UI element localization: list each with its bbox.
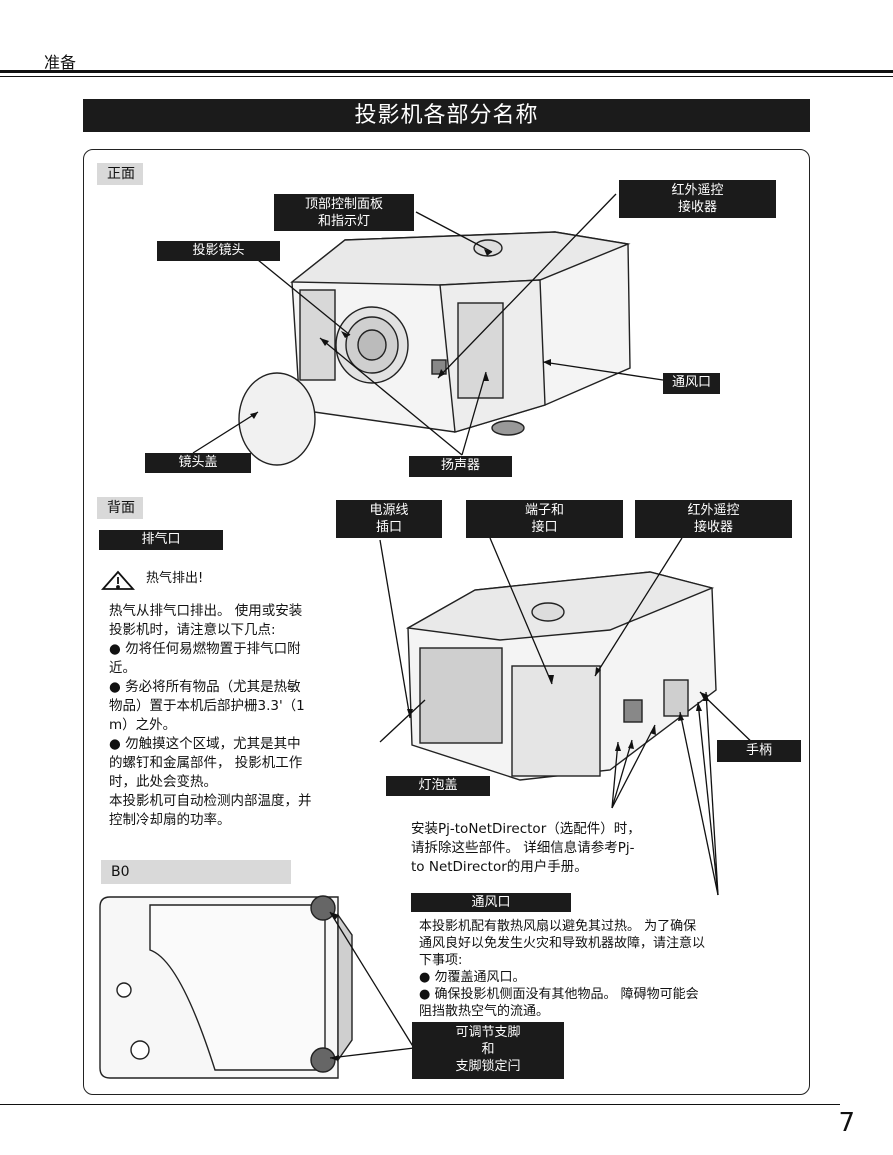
label-handle: 手柄 (717, 740, 801, 762)
label-top-control-panel: 顶部控制面板和指示灯 (274, 194, 414, 231)
label-exhaust: 排气口 (99, 530, 223, 550)
bottom-view-illustration (99, 895, 353, 1079)
label-projection-lens: 投影镜头 (157, 241, 280, 261)
label-power-socket: 电源线插口 (336, 500, 442, 538)
footer-rule (0, 1104, 840, 1105)
header-rule (0, 70, 893, 73)
back-projector-illustration (405, 571, 717, 781)
label-vent-section: 通风口 (411, 893, 571, 912)
front-tag: 正面 (97, 163, 143, 185)
page-title: 投影机各部分名称 (83, 99, 810, 132)
content-frame (83, 149, 810, 1095)
back-tag: 背面 (97, 497, 143, 519)
label-ir-receiver-front: 红外遥控接收器 (619, 180, 776, 218)
lens-cap-illustration (238, 372, 316, 466)
front-projector-illustration (290, 231, 631, 436)
label-speaker: 扬声器 (409, 456, 512, 477)
warning-text: 热气排出! (146, 571, 204, 586)
header-rule-thin (0, 76, 893, 77)
page-number: 7 (838, 1108, 855, 1138)
label-adjustable-feet: 可调节支脚和支脚锁定闩 (412, 1022, 564, 1079)
section-header: 准备 (44, 53, 77, 72)
label-lens-cap: 镜头盖 (145, 453, 251, 473)
label-vent-front: 通风口 (663, 373, 720, 394)
label-terminals: 端子和接口 (466, 500, 623, 538)
bottom-tag: B0 (101, 860, 291, 884)
label-lamp-cover: 灯泡盖 (386, 776, 490, 796)
label-ir-receiver-back: 红外遥控接收器 (635, 500, 792, 538)
warning-icon (101, 570, 135, 590)
